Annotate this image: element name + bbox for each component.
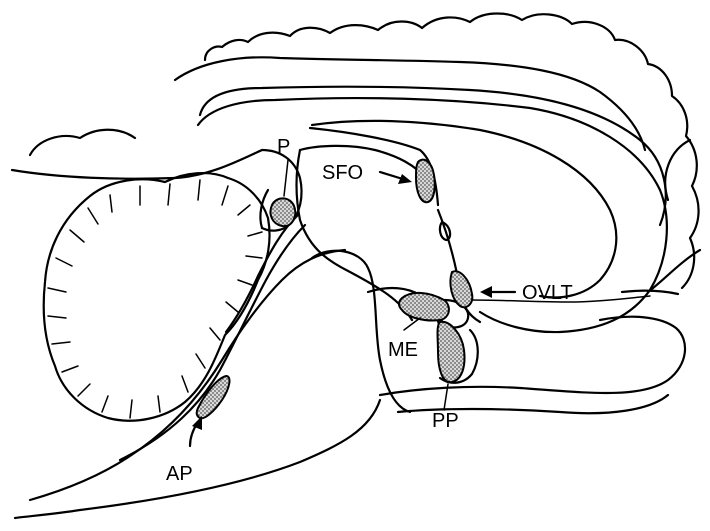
cortex-gyrus-1 <box>175 57 645 150</box>
sfo-arrow <box>380 172 412 184</box>
label-p: P <box>277 137 290 157</box>
me-organ <box>399 293 449 321</box>
pituitary-outline <box>380 317 685 395</box>
third-ventricle-wall <box>300 146 428 180</box>
label-pp: PP <box>432 411 459 431</box>
pp-organ <box>438 322 465 382</box>
label-sfo: SFO <box>322 163 363 183</box>
pons <box>312 251 410 412</box>
cortex-gyrus-3 <box>12 150 262 179</box>
sfo-organ <box>416 160 435 203</box>
medulla-front <box>15 400 380 518</box>
fourth-ventricle <box>120 225 305 460</box>
cerebellum <box>44 173 270 421</box>
pineal-organ <box>270 198 295 226</box>
ovlt-leader-line <box>622 291 678 294</box>
p-pointer <box>284 160 288 196</box>
label-ovlt: OVLT <box>522 283 573 303</box>
label-me: ME <box>388 340 418 360</box>
ovlt-arrow <box>480 286 515 298</box>
label-ap: AP <box>166 464 193 484</box>
ap-arrow <box>190 416 202 446</box>
cortex-fold-right-1 <box>665 140 690 200</box>
cortex-gyrus-2 <box>200 87 666 225</box>
cortex-gyrus-4 <box>30 130 135 155</box>
